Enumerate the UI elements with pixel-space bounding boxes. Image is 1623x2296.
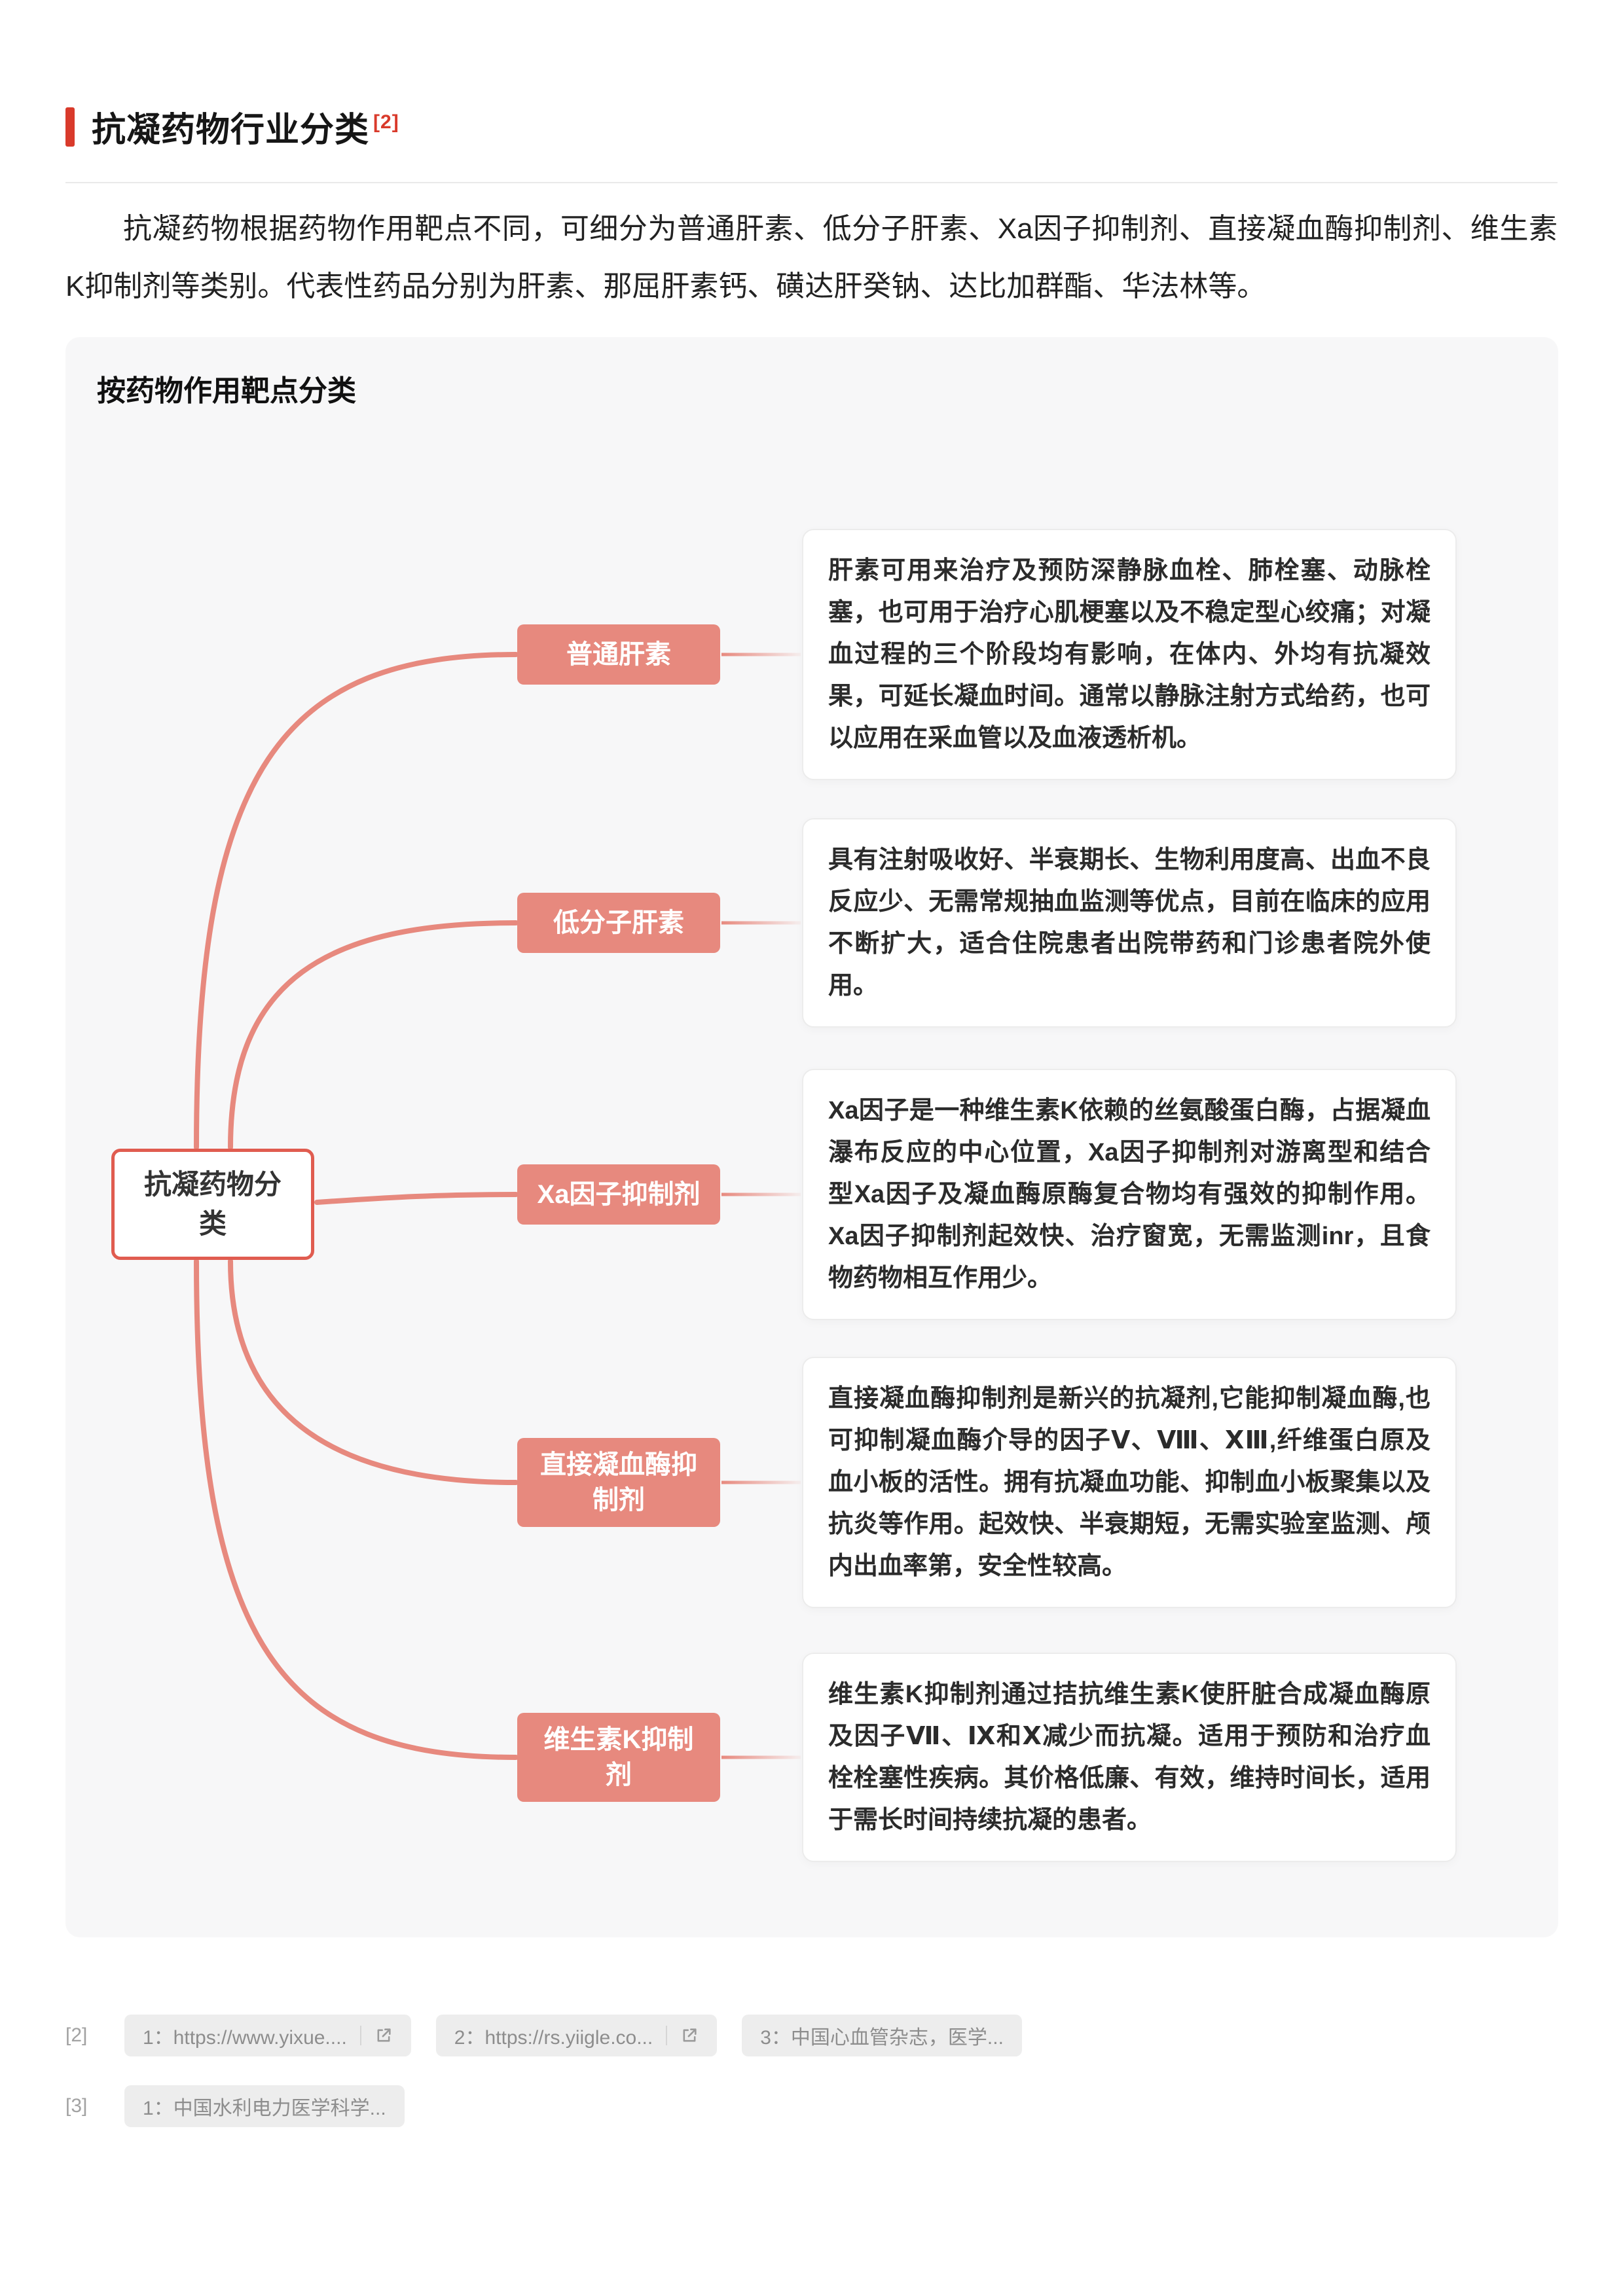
pill-divider <box>359 2026 361 2045</box>
citation-pill-label: 1：https://www.yixue.... <box>143 2027 347 2049</box>
connector-curve <box>194 652 519 1150</box>
connector-curve <box>314 1192 519 1205</box>
panel-header: 按药物作用靶点分类 <box>97 375 356 407</box>
title-divider <box>65 182 1558 183</box>
page-title-text: 抗凝药物行业分类 <box>92 111 370 149</box>
section-title-row: 抗凝药物行业分类[2] <box>65 102 399 151</box>
pill-divider <box>666 2026 668 2045</box>
connector-lines <box>194 652 801 1760</box>
branch-description: Xa因子是一种维生素K依赖的丝氨酸蛋白酶，占据凝血瀑布反应的中心位置，Xa因子抑… <box>802 1069 1457 1320</box>
footnote-row: [2] 1：https://www.yixue.... 2：https://rs… <box>65 2015 1022 2056</box>
citation-pill[interactable]: 2：https://rs.yiigle.co... <box>435 2015 718 2056</box>
title-accent-bar <box>65 107 75 147</box>
footnote-marker: [2] <box>65 2024 88 2046</box>
citation-pill[interactable]: 1：https://www.yixue.... <box>124 2015 411 2056</box>
title-citation-marker[interactable]: [2] <box>373 111 399 133</box>
branch-description: 维生素K抑制剂通过拮抗维生素K使肝脏合成凝血酶原及因子Ⅶ、Ⅸ和Ⅹ减少而抗凝。适用… <box>802 1653 1457 1862</box>
branch-description: 肝素可用来治疗及预防深静脉血栓、肺栓塞、动脉栓塞，也可用于治疗心肌梗塞以及不稳定… <box>802 529 1457 780</box>
intro-paragraph: 抗凝药物根据药物作用靶点不同，可细分为普通肝素、低分子肝素、Xa因子抑制剂、直接… <box>65 213 1558 302</box>
root-node: 抗凝药物分类 <box>111 1149 314 1260</box>
citation-pill-label: 2：https://rs.yiigle.co... <box>454 2027 653 2049</box>
connector-curve <box>194 1259 519 1760</box>
footnote-row: [3] 1：中国水利电力医学科学... <box>65 2085 405 2127</box>
branch-description: 具有注射吸收好、半衰期长、生物利用度高、出血不良反应少、无需常规抽血监测等优点，… <box>802 818 1457 1028</box>
branch-node-vitamink-inhibitor: 维生素K抑制剂 <box>517 1713 720 1802</box>
branch-node-difenzi-gansu: 低分子肝素 <box>517 893 720 953</box>
connector-curve <box>228 920 519 1150</box>
branch-node-thrombin-inhibitor: 直接凝血酶抑制剂 <box>517 1438 720 1527</box>
branch-node-xa-inhibitor: Xa因子抑制剂 <box>517 1164 720 1225</box>
citation-pill-label: 1：中国水利电力医学科学... <box>143 2098 386 2119</box>
citation-pill[interactable]: 3：中国心血管杂志，医学... <box>742 2015 1022 2056</box>
citation-pill[interactable]: 1：中国水利电力医学科学... <box>124 2085 405 2127</box>
citation-pill-label: 3：中国心血管杂志，医学... <box>760 2027 1004 2049</box>
branch-node-putong-gansu: 普通肝素 <box>517 624 720 685</box>
classification-panel: 按药物作用靶点分类 抗凝药物分类 普通肝素 低分子肝素 Xa因子抑制剂 直接凝血… <box>65 337 1558 1937</box>
connector-curve <box>228 1259 519 1485</box>
page-title: 抗凝药物行业分类[2] <box>92 102 399 151</box>
footnote-marker: [3] <box>65 2095 88 2117</box>
external-link-icon <box>377 2028 391 2042</box>
external-link-icon <box>683 2028 697 2042</box>
branch-description: 直接凝血酶抑制剂是新兴的抗凝剂,它能抑制凝血酶,也可抑制凝血酶介导的因子Ⅴ、Ⅷ、… <box>802 1357 1457 1608</box>
